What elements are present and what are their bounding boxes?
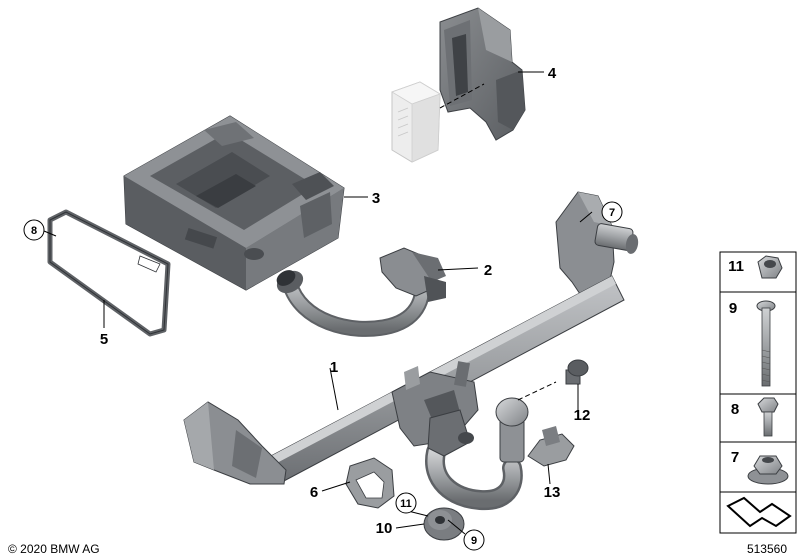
- legend-item-7[interactable]: 7: [731, 449, 789, 485]
- callout-10: 10: [376, 520, 393, 537]
- legend-item-9[interactable]: 9: [729, 300, 776, 387]
- svg-text:8: 8: [31, 225, 37, 237]
- callout-13: 13: [544, 484, 561, 501]
- tray-frame-seal[interactable]: [47, 209, 171, 337]
- trailer-hitch-crossbar[interactable]: [183, 191, 640, 485]
- callout-6: 6: [310, 484, 318, 501]
- rubber-bushing[interactable]: [423, 507, 465, 541]
- retaining-clip[interactable]: [527, 426, 575, 467]
- ball-dash-line: [517, 381, 557, 401]
- copyright-text: © 2020 BMW AG: [8, 542, 100, 556]
- callout-4: 4: [548, 65, 557, 82]
- long-bolt-icon: [756, 300, 776, 387]
- callout-1: 1: [330, 359, 338, 376]
- callout-5: 5: [100, 331, 108, 348]
- direction-arrow-icon: [726, 496, 792, 528]
- callout-2: 2: [484, 262, 492, 279]
- assembly-dash-line: [439, 83, 485, 109]
- control-unit-bracket[interactable]: [439, 7, 526, 141]
- diagram-number: 513560: [747, 542, 787, 556]
- circled-callout-7: 7: [601, 201, 623, 223]
- flange-nut-icon: [747, 455, 789, 485]
- hex-nut-icon: [757, 255, 783, 279]
- circled-callout-11: 11: [395, 492, 417, 514]
- svg-text:9: 9: [471, 535, 477, 547]
- svg-text:7: 7: [731, 449, 739, 466]
- legend-item-8[interactable]: 8: [731, 397, 779, 437]
- storage-tray[interactable]: [123, 115, 345, 291]
- wiring-harness[interactable]: [273, 247, 446, 337]
- callout-3: 3: [372, 190, 380, 207]
- cover-cap[interactable]: [565, 359, 589, 385]
- svg-text:11: 11: [728, 258, 744, 275]
- legend-item-11[interactable]: 11: [728, 255, 783, 279]
- mounting-bracket-half-ring[interactable]: [345, 457, 395, 509]
- control-module-ghost[interactable]: [391, 81, 441, 163]
- circled-callout-9: 9: [463, 529, 485, 551]
- short-bolt-icon: [757, 397, 779, 437]
- hardware-legend: 11 9 8: [719, 251, 797, 534]
- svg-text:11: 11: [400, 498, 412, 510]
- callout-12: 12: [574, 407, 591, 424]
- leader-lines: [43, 71, 593, 535]
- svg-text:9: 9: [729, 300, 737, 317]
- tow-ball[interactable]: [425, 397, 529, 511]
- svg-text:8: 8: [731, 401, 739, 418]
- circled-callout-8: 8: [23, 219, 45, 241]
- svg-text:7: 7: [609, 207, 615, 219]
